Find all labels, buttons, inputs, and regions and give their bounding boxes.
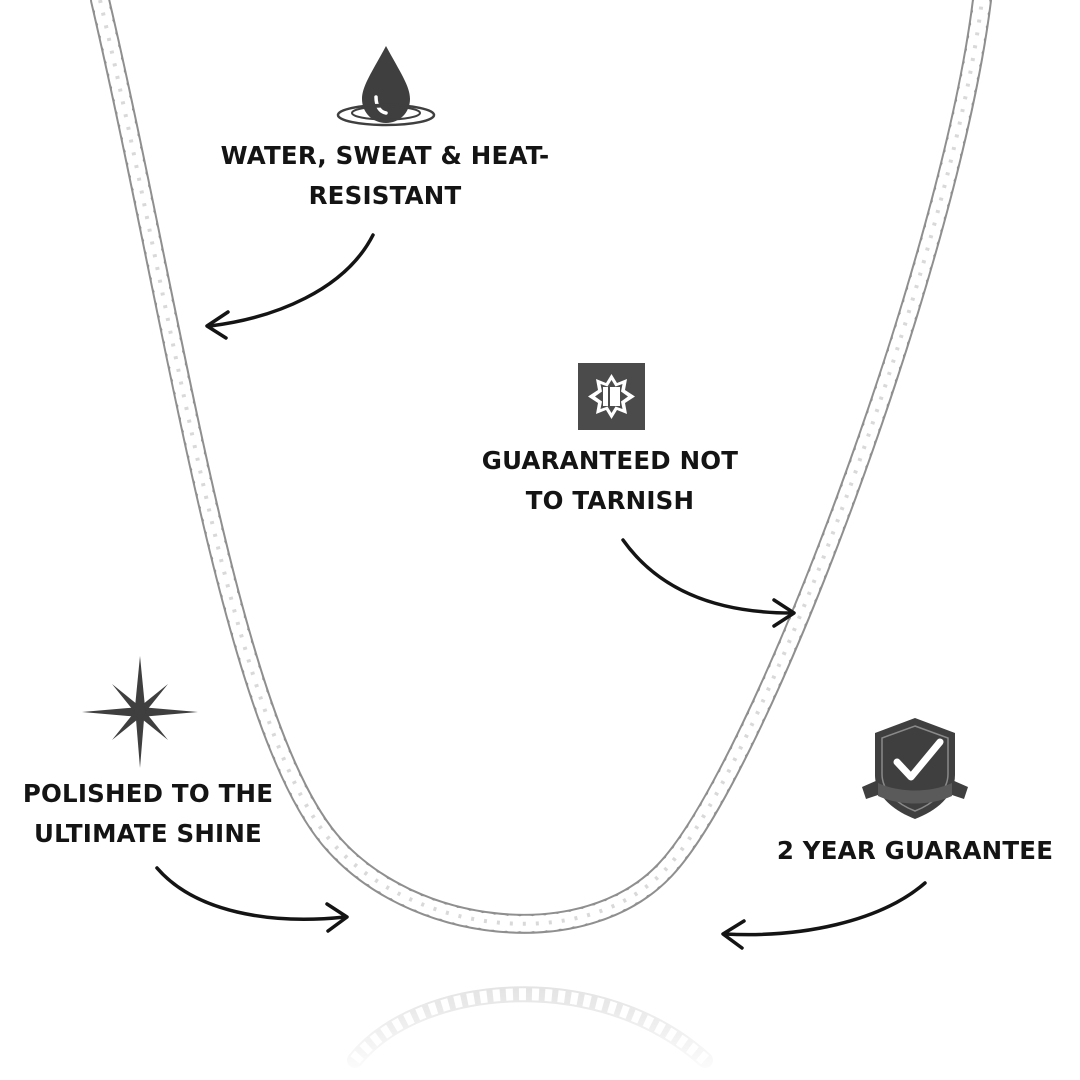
- feature-label-no-tarnish: GUARANTEED NOT TO TARNISH: [440, 441, 780, 521]
- feature-label-line: GUARANTEED NOT: [481, 446, 739, 475]
- arrow-guarantee: [721, 881, 927, 950]
- feature-label-polished-shine: POLISHED TO THE ULTIMATE SHINE: [0, 774, 296, 854]
- feature-label-line: ULTIMATE SHINE: [33, 819, 262, 848]
- arrow-water: [205, 233, 375, 340]
- feature-label-line: WATER, SWEAT & HEAT-: [220, 141, 550, 170]
- chain-reflection: [330, 986, 730, 1080]
- sparkle-icon: [82, 656, 198, 768]
- feature-label-guarantee: 2 YEAR GUARANTEE: [760, 831, 1070, 871]
- water-drop-icon: [336, 46, 436, 127]
- chain-necklace: [90, 0, 992, 934]
- arrow-shine: [155, 866, 349, 933]
- feature-label-line: RESISTANT: [308, 181, 462, 210]
- shield-check-icon: [862, 718, 968, 819]
- feature-label-water-resistant: WATER, SWEAT & HEAT- RESISTANT: [200, 136, 570, 216]
- feature-label-line: POLISHED TO THE: [22, 779, 274, 808]
- feature-label-line: 2 YEAR GUARANTEE: [776, 836, 1054, 865]
- arrow-tarnish: [621, 538, 796, 628]
- feature-label-line: TO TARNISH: [525, 486, 695, 515]
- anti-tarnish-badge-icon: [578, 363, 645, 430]
